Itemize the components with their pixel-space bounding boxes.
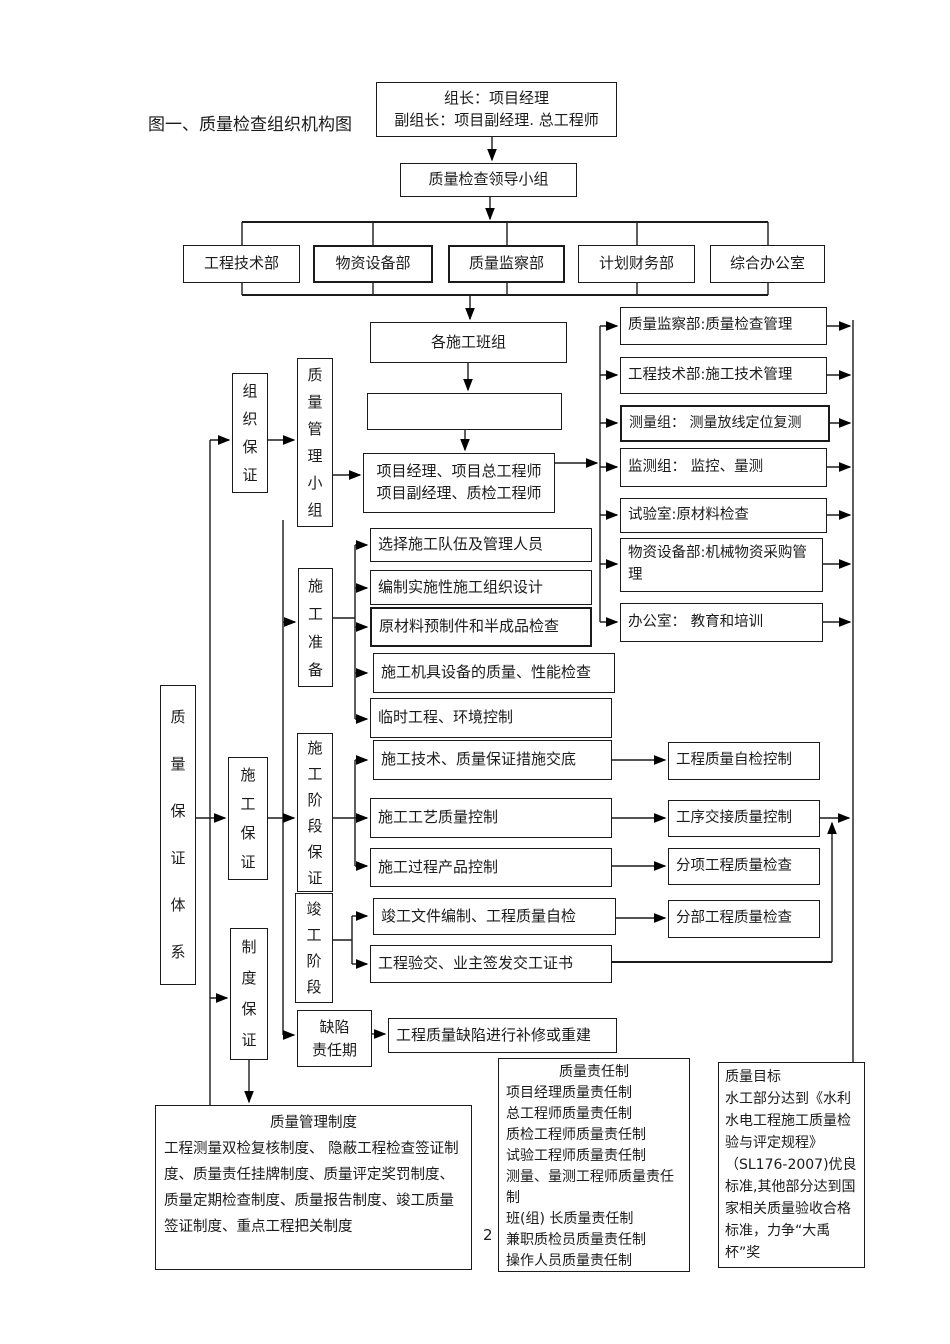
node-completion-stage: 竣工阶段 xyxy=(295,893,333,1003)
node-dept-general-office: 综合办公室 xyxy=(710,245,825,283)
node-construction-teams: 各施工班组 xyxy=(370,322,567,363)
node-dept-material-equipment: 物资设备部 xyxy=(313,245,433,283)
node-completion-docs: 竣工文件编制、工程质量自检 xyxy=(373,898,616,935)
node-survey-duty: 测量组： 测量放线定位复测 xyxy=(620,405,830,442)
node-org-design: 编制实施性施工组织设计 xyxy=(370,570,592,605)
panel-quality-mgmt-system: 质量管理制度 工程测量双检复核制度、 隐蔽工程检查签证制度、质量责任挂牌制度、质… xyxy=(155,1105,472,1270)
node-monitor-duty: 监测组： 监控、量测 xyxy=(620,448,827,487)
node-system-guarantee: 制度保证 xyxy=(230,928,268,1060)
panel-body: 项目经理质量责任制 总工程师质量责任制 质检工程师质量责任制 试验工程师质量责任… xyxy=(506,1085,674,1269)
node-tech-disclosure: 施工技术、质量保证措施交底 xyxy=(373,740,612,780)
node-equipment-check: 施工机具设备的质量、性能检查 xyxy=(373,653,615,693)
node-construction-stage-guarantee: 施工阶段保证 xyxy=(297,733,333,892)
node-quality-mgmt-group: 质量管理小组 xyxy=(297,358,333,527)
node-defect-liability-period: 缺陷 责任期 xyxy=(297,1010,372,1067)
node-leading-group: 质量检查领导小组 xyxy=(400,163,577,197)
node-handover-certificate: 工程验交、业主签发交工证书 xyxy=(370,945,612,983)
diagram-title: 图一、质量检查组织机构图 xyxy=(148,115,352,135)
node-organization-guarantee: 组织保证 xyxy=(232,373,268,493)
page-number: 2 xyxy=(483,1226,493,1244)
node-handover-quality-control: 工序交接质量控制 xyxy=(668,800,820,837)
panel-title: 质量管理制度 xyxy=(270,1115,357,1131)
node-empty-box xyxy=(367,393,562,430)
node-defect-repair: 工程质量缺陷进行补修或重建 xyxy=(388,1018,617,1053)
panel-body: 工程测量双检复核制度、 隐蔽工程检查签证制度、质量责任挂牌制度、质量评定奖罚制度… xyxy=(164,1141,459,1235)
node-raw-material-check: 原材料预制件和半成品检查 xyxy=(370,607,592,647)
panel-title: 质量责任制 xyxy=(559,1064,629,1080)
node-temp-works-control: 临时工程、环境控制 xyxy=(370,698,612,738)
node-construction-prep: 施工准备 xyxy=(298,568,333,687)
node-process-quality-control: 施工工艺质量控制 xyxy=(370,798,612,838)
node-lab-duty: 试验室:原材料检查 xyxy=(620,498,827,533)
panel-title: 质量目标 xyxy=(725,1069,781,1085)
node-dept-quality-supervision: 质量监察部 xyxy=(448,245,565,283)
node-supervision-duty: 质量监察部:质量检查管理 xyxy=(620,307,827,345)
node-construction-guarantee: 施工保证 xyxy=(228,757,268,880)
panel-body: 水工部分达到《水利水电工程施工质量检验与评定规程》（SL176-2007)优良标… xyxy=(725,1091,857,1261)
node-material-duty: 物资设备部:机械物资采购管理 xyxy=(620,538,823,592)
node-project-managers: 项目经理、项目总工程师 项目副经理、质检工程师 xyxy=(363,453,555,513)
node-qa-system: 质量保证体系 xyxy=(160,685,196,985)
node-self-check-control: 工程质量自检控制 xyxy=(668,742,820,780)
panel-quality-goal: 质量目标 水工部分达到《水利水电工程施工质量检验与评定规程》（SL176-200… xyxy=(718,1062,865,1268)
node-tech-duty: 工程技术部:施工技术管理 xyxy=(620,357,827,394)
node-select-team: 选择施工队伍及管理人员 xyxy=(370,528,592,562)
node-dept-planning-finance: 计划财务部 xyxy=(578,245,695,283)
panel-quality-responsibility: 质量责任制 项目经理质量责任制 总工程师质量责任制 质检工程师质量责任制 试验工… xyxy=(498,1058,690,1272)
node-product-control: 施工过程产品控制 xyxy=(370,848,612,887)
node-group-leaders: 组长：项目经理 副组长：项目副经理. 总工程师 xyxy=(376,82,617,137)
node-office-duty: 办公室： 教育和培训 xyxy=(620,603,823,642)
node-division-quality-check: 分部工程质量检查 xyxy=(668,900,820,938)
node-subitem-quality-check: 分项工程质量检查 xyxy=(668,848,820,885)
node-dept-engineering: 工程技术部 xyxy=(183,245,300,283)
